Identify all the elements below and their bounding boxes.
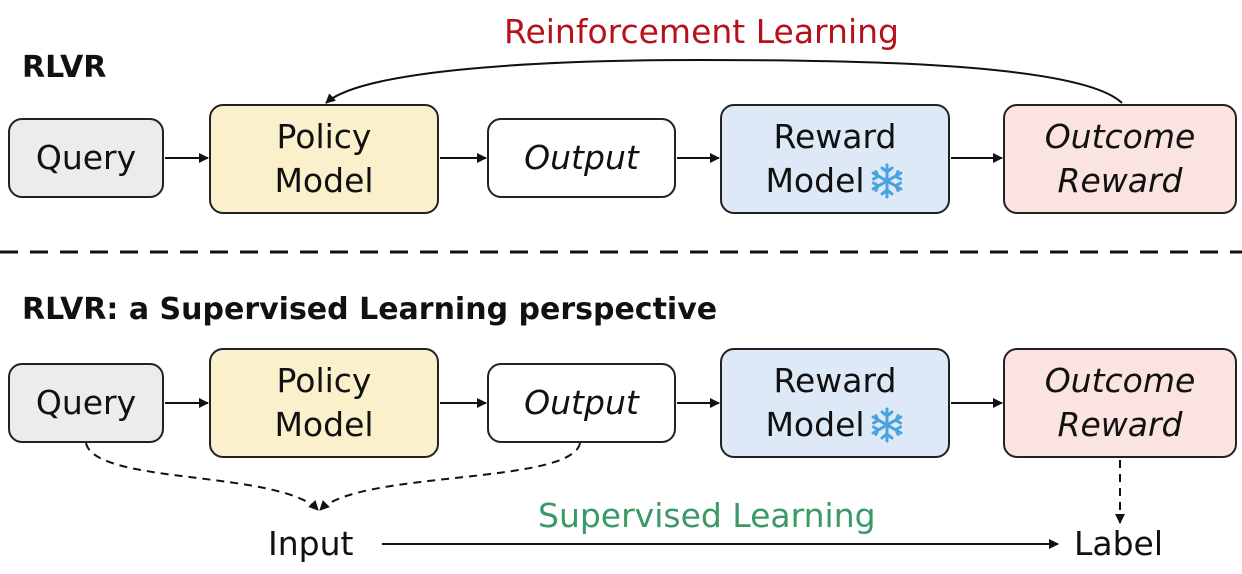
- policy-node-line-1: Policy: [276, 361, 372, 400]
- input-label: Input: [268, 524, 354, 563]
- query-node-label: Query: [35, 383, 137, 422]
- outcome-node-line-1: Outcome: [1044, 117, 1196, 156]
- snowflake-icon: [871, 163, 902, 199]
- output-node-bottom: Output: [487, 363, 676, 443]
- policy-node-line-1: Policy: [276, 117, 372, 156]
- bottom-section-title: RLVR: a Supervised Learning perspective: [22, 292, 718, 327]
- dashed-query-to-input: [85, 442, 319, 511]
- reinforcement-learning-label: Reinforcement Learning: [504, 12, 899, 51]
- outcome-reward-node-top: Outcome Reward: [1003, 104, 1237, 214]
- outcome-node-line-2: Reward: [1057, 161, 1183, 200]
- reward-node-line-2: Model: [765, 405, 865, 444]
- policy-model-node-top: Policy Model: [209, 104, 439, 214]
- query-node-label: Query: [35, 138, 137, 177]
- dashed-output-to-input: [319, 442, 581, 511]
- reward-model-node-top: Reward Model: [720, 104, 950, 214]
- supervised-learning-label: Supervised Learning: [538, 496, 876, 535]
- policy-model-node-bottom: Policy Model: [209, 348, 439, 458]
- output-node-top: Output: [487, 118, 676, 198]
- reward-model-node-bottom: Reward Model: [720, 348, 950, 458]
- label-label: Label: [1074, 524, 1164, 563]
- policy-node-line-2: Model: [274, 405, 374, 444]
- output-node-label: Output: [524, 138, 639, 177]
- policy-node-line-2: Model: [274, 161, 374, 200]
- reward-node-line-1: Reward: [773, 117, 897, 156]
- reward-node-line-2: Model: [765, 161, 865, 200]
- query-node-bottom: Query: [8, 363, 164, 443]
- reinforcement-feedback-arrow: [325, 58, 1123, 104]
- reward-node-line-1: Reward: [773, 361, 897, 400]
- query-node-top: Query: [8, 118, 164, 198]
- outcome-node-line-1: Outcome: [1044, 361, 1196, 400]
- output-node-label: Output: [524, 383, 639, 422]
- outcome-reward-node-bottom: Outcome Reward: [1003, 348, 1237, 458]
- outcome-node-line-2: Reward: [1057, 405, 1183, 444]
- top-section-title: RLVR: [22, 50, 107, 85]
- snowflake-icon: [871, 407, 902, 443]
